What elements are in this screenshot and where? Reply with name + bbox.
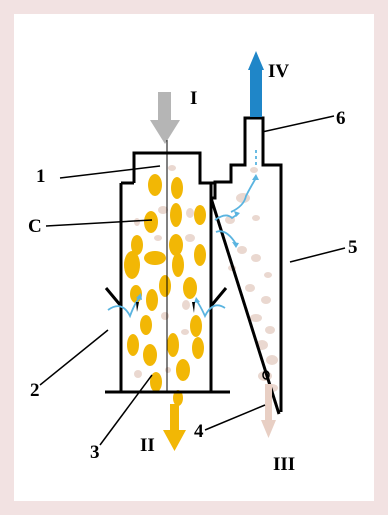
coarse-particles bbox=[124, 174, 206, 406]
coarse-outlet-arrow bbox=[163, 404, 186, 451]
feed-arrow bbox=[150, 92, 180, 144]
vessel-outline bbox=[104, 116, 283, 415]
label-part-4: 4 bbox=[194, 421, 204, 442]
label-stream-III: III bbox=[273, 454, 295, 475]
label-stream-I: I bbox=[190, 88, 197, 109]
air-flow-arrowheads bbox=[136, 174, 259, 303]
diagram-canvas bbox=[14, 14, 374, 501]
fine-outlet-arrow bbox=[261, 384, 276, 438]
air-flow-lines bbox=[107, 150, 257, 319]
label-part-2: 2 bbox=[30, 380, 40, 401]
label-part-3: 3 bbox=[90, 442, 100, 463]
label-stream-II: II bbox=[140, 435, 155, 456]
label-part-6: 6 bbox=[336, 108, 346, 129]
label-part-5: 5 bbox=[348, 237, 358, 258]
label-part-C: C bbox=[28, 216, 42, 237]
label-stream-IV: IV bbox=[268, 61, 289, 82]
inner-baffles bbox=[136, 302, 270, 380]
leader-lines bbox=[39, 115, 346, 446]
label-part-1: 1 bbox=[36, 166, 46, 187]
gas-outlet-arrow bbox=[248, 51, 264, 117]
